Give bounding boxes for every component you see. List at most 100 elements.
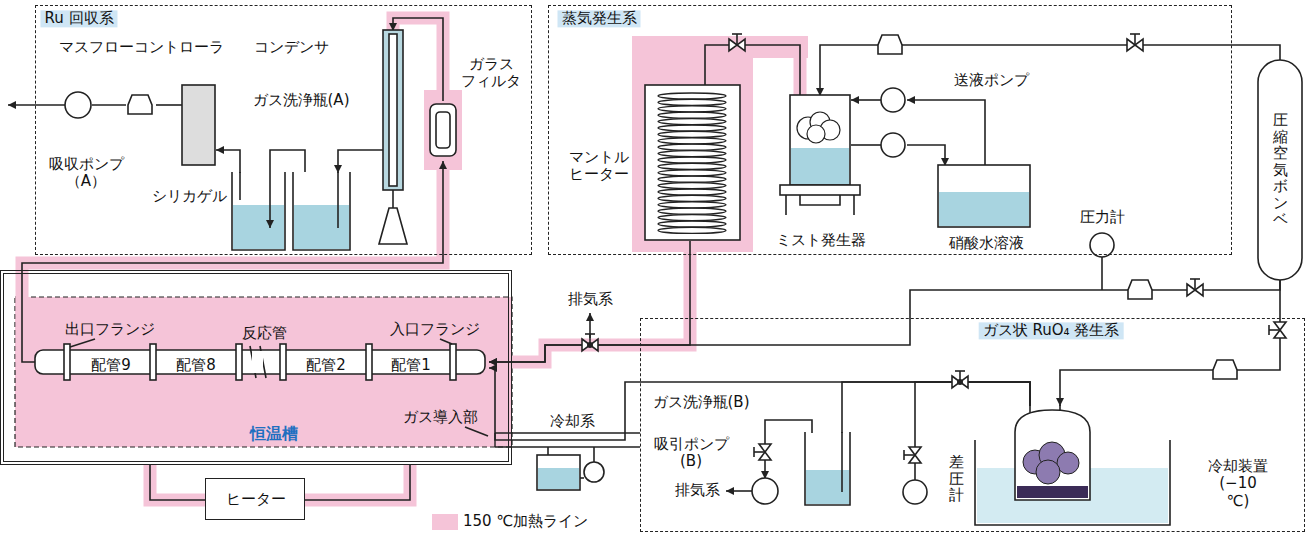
heater-coil [658,163,726,169]
heated-zone [632,36,753,252]
node-label: 配管1 [391,357,431,374]
bottle-link [270,150,305,228]
liquid [791,148,849,184]
gauge-stem [1101,257,1103,290]
pump-symbol [881,133,905,157]
condenser-jacket [383,30,403,190]
inlet-jacket [495,433,640,447]
pipe-segment: 配管9 [74,354,149,378]
heater-coil [658,151,726,157]
node-label: コンデンサ [254,39,329,56]
silica-gel-column: シリカゲル [183,86,216,166]
cooling-device: 冷却装置 (−10 ℃) [976,406,1171,526]
heater-coil [658,183,726,189]
cylinder-body [1258,60,1302,280]
suction-pump: 吸引ポンプ (B) [753,479,779,505]
heated-zone [15,297,512,447]
system-group: マントル ヒーターミスト発生器 送液ポンプ硝酸水溶液 蒸気発生系 [548,5,1232,255]
heater-coil [658,215,726,221]
node-label: ガラス フィルタ [461,56,521,91]
flow-line [907,100,985,166]
gas-washing-bottle: ガス洗浄瓶(B) [806,433,851,506]
valve-stem [1268,325,1270,335]
drain-line [392,190,394,208]
node-label: 送液ポンプ [954,72,1029,89]
heater-coil [658,157,726,163]
valve-stem [1194,279,1196,290]
node-label: 冷却装置 (−10 ℃) [1208,458,1268,510]
ruo4-cloud [1036,460,1060,484]
heater-coil [658,202,726,208]
flow-line [150,465,205,500]
valve-stem [1269,329,1280,331]
mantle-heater: マントル ヒーター [646,86,741,241]
heater-coil [658,125,726,131]
node-label: マスフローコントローラ [59,39,224,56]
heater-coil [658,106,726,112]
pump: 吸収ポンプ （A） [66,93,92,119]
reaction-vessel [1015,410,1090,500]
valve-stem [736,34,738,45]
mass-flow-controller-symbol [1213,360,1237,379]
flange [450,344,456,380]
valve-stem [955,370,965,372]
valve-stem [903,450,905,460]
legend-entry: 150 ℃加熱ライン [432,512,588,531]
coolant-line [593,447,595,462]
node-label: 圧力計 [1080,209,1125,226]
tank [938,165,1030,227]
mist-generator: ミスト発生器 [791,96,851,186]
flow-line [489,280,1280,362]
flange [366,344,372,380]
coolant-line [547,447,549,455]
mist-generator-vessel [790,95,850,185]
vessel-liquid [1017,486,1088,498]
legend-swatch [432,514,458,530]
legend-text: 150 ℃加熱ライン [463,512,588,531]
node-label: 反応管 [242,325,287,342]
flange-label: 出口フランジ [65,321,155,338]
gauge-symbol [1090,233,1114,257]
coolant-line [580,477,584,479]
node-label: ガス洗浄瓶(A) [253,92,350,109]
flow-line [842,382,1030,433]
valve-stem [754,451,765,453]
differential-gauge: 差圧計 [904,481,928,505]
heater-box: ヒーター [205,478,305,520]
node-label: 硝酸水溶液 [949,235,1024,252]
valve-stem [904,454,915,456]
valve-stem [1134,34,1136,45]
heater-coil [658,131,726,137]
node-label: 蒸気発生系 [558,10,641,27]
pipe-segment: 配管8 [159,354,234,378]
cooling-system: 冷却系 [537,455,605,490]
flask [379,208,407,244]
air-cylinder: 圧縮空気ボンベ [1258,60,1302,280]
exhaust-line [8,104,65,106]
flange-label: 入口フランジ [390,321,480,338]
pipe-segment: 配管2 [289,354,364,378]
pipe-segment: 配管1 [374,354,449,378]
heater-coil [658,195,726,201]
node-label: 吸引ポンプ (B) [654,436,729,471]
pump-symbol [881,88,905,112]
node-label: 配管9 [91,357,131,374]
exhaust-label: 排気系 [568,291,613,308]
heated-line-band [150,465,205,500]
heater-coil [658,99,726,105]
dip-tube [337,172,339,228]
flow-line [22,161,443,362]
flow-line [92,104,126,106]
node-label: 冷却系 [550,413,595,430]
heated-line-band [305,465,410,500]
cooling-tank [537,455,580,490]
flow-line [338,150,384,173]
flow-line [907,145,945,166]
heater-coil [658,176,726,182]
flange [150,344,156,380]
heater-coil [658,144,726,150]
break-gap [252,351,263,373]
condenser: コンデンサ [384,31,404,191]
